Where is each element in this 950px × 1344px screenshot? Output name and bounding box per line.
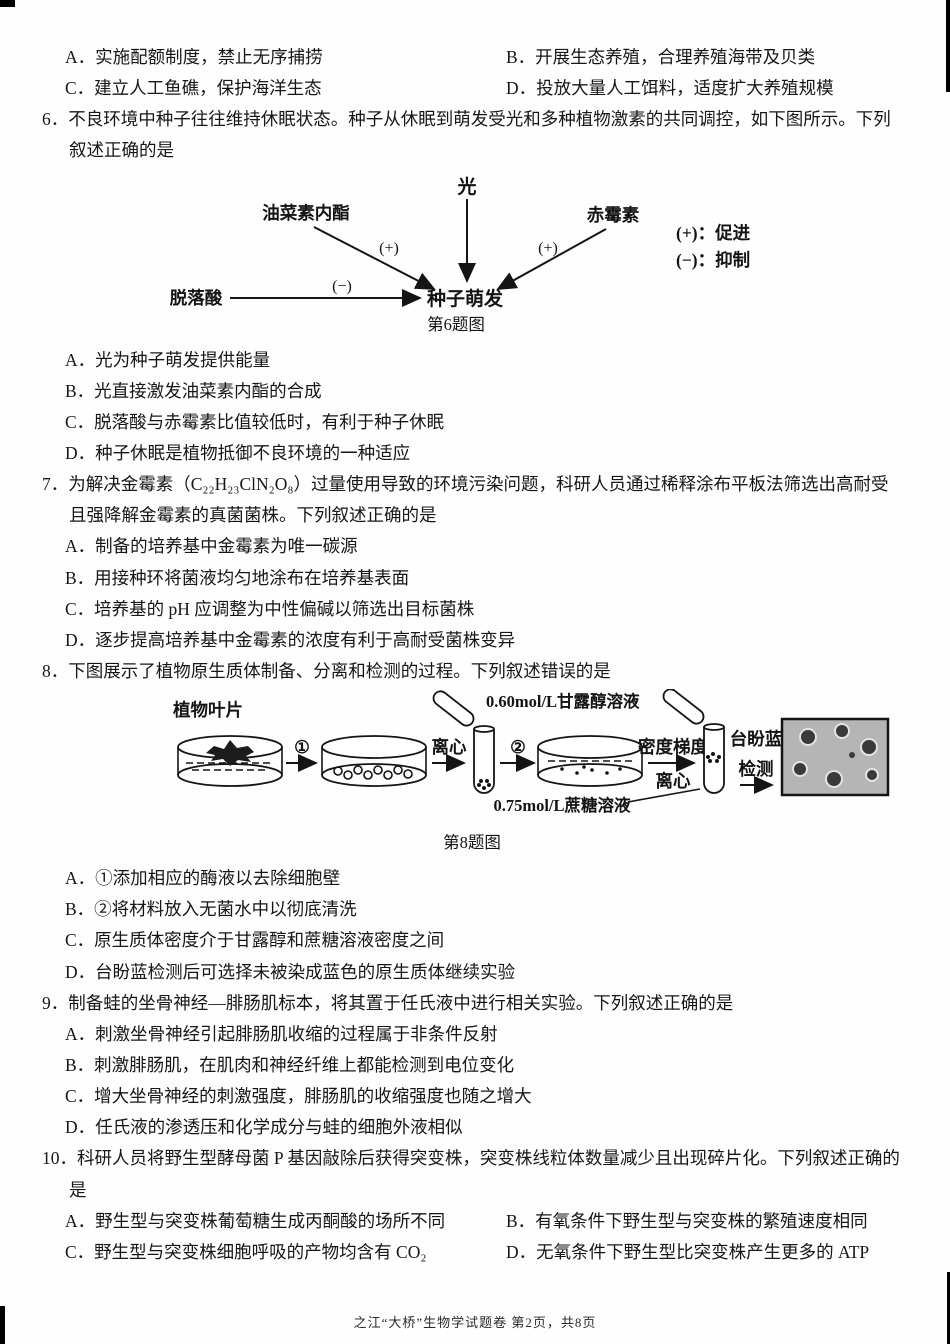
- question-9-stem: 9．制备蛙的坐骨神经—腓肠肌标本，将其置于任氏液中进行相关实验。下列叙述正确的是: [42, 992, 734, 1013]
- option-10a: A．野生型与突变株葡萄糖生成丙酮酸的场所不同: [65, 1210, 446, 1231]
- option-9a: A．刺激坐骨神经引起腓肠肌收缩的过程属于非条件反射: [65, 1023, 498, 1044]
- detection-label: 检测: [739, 759, 774, 779]
- option-7b: B．用接种环将菌液均匀地涂布在培养基表面: [65, 567, 410, 588]
- plant-leaf-label: 植物叶片: [172, 700, 243, 720]
- option-8c: C．原生质体密度介于甘露醇和蔗糖溶液密度之间: [65, 930, 445, 951]
- option-10c: C．野生型与突变株细胞呼吸的产物均含有 CO₂: [65, 1241, 427, 1262]
- brassinolide-label: 油菜素内酯: [262, 203, 350, 223]
- gibberellin-label: 赤霉素: [587, 205, 640, 225]
- centrifuge-label: 离心: [432, 737, 467, 757]
- test-tube-2: [703, 723, 725, 795]
- step-1-label: ①: [294, 737, 310, 757]
- mannitol-label: 0.60mol/L甘露醇溶液: [486, 691, 640, 711]
- light-label: 光: [456, 175, 476, 198]
- question-6-diagram: 光 油菜素内酯 赤霉素 (+) (+) (+)：促进 (−)：抑制 脱落酸 (−…: [170, 175, 751, 334]
- option-5b: B．开展生态养殖，合理养殖海带及贝类: [506, 47, 816, 67]
- option-9c: C．增大坐骨神经的刺激强度，腓肠肌的收缩强度也随之增大: [65, 1086, 532, 1107]
- petri-dish-2: [321, 735, 427, 788]
- option-7a: A．制备的培养基中金霉素为唯一碳源: [65, 536, 358, 557]
- option-6b: B．光直接激发油菜素内酯的合成: [65, 380, 322, 401]
- question-7-stem: 7．为解决金霉素（C₂₂H₂₃ClN₂O₈）过量使用导致的环境污染问题，科研人员…: [42, 474, 889, 526]
- sucrose-label: 0.75mol/L蔗糖溶液: [493, 795, 631, 815]
- option-10b: B．有氧条件下野生型与突变株的繁殖速度相同: [506, 1210, 868, 1231]
- option-8b: B．②将材料放入无菌水中以彻底清洗: [65, 899, 357, 920]
- question-10-options-row-ab: A．野生型与突变株葡萄糖生成丙酮酸的场所不同 B．有氧条件下野生型与突变株的繁殖…: [65, 1206, 900, 1237]
- option-8a: A．①添加相应的酶液以去除细胞壁: [65, 868, 341, 889]
- question-8-diagram: 0.60mol/L甘露醇溶液 植物叶片 ① 离心: [172, 689, 890, 852]
- pouring-tube-2: [662, 689, 705, 725]
- cell: [865, 768, 879, 783]
- diagram-6-caption: 第6题图: [427, 315, 485, 334]
- trypan-blue-label: 台盼蓝: [730, 729, 783, 749]
- detection-result-panel: [780, 717, 890, 797]
- option-7c: C．培养基的 pH 应调整为中性偏碱以筛选出目标菌株: [65, 598, 475, 619]
- abscisic-acid-label: 脱落酸: [170, 288, 223, 308]
- test-tube-1: [473, 725, 495, 795]
- question-5-options-row-ab: A．实施配额制度，禁止无序捕捞 B．开展生态养殖，合理养殖海带及贝类: [65, 42, 900, 73]
- option-9b: B．刺激腓肠肌，在肌肉和神经纤维上都能检测到电位变化: [65, 1054, 515, 1075]
- cell: [825, 770, 843, 789]
- cell: [849, 752, 855, 759]
- option-5a: A．实施配额制度，禁止无序捕捞: [65, 47, 323, 67]
- cell: [792, 761, 808, 778]
- question-10-stem: 10．科研人员将野生型酵母菌 P 基因敲除后获得突变株，突变株线粒体数量减少且出…: [42, 1148, 900, 1200]
- option-6c: C．脱落酸与赤霉素比值较低时，有利于种子休眠: [65, 411, 445, 432]
- option-8d: D．台盼蓝检测后可选择未被染成蓝色的原生质体继续实验: [65, 961, 516, 982]
- option-9d: D．任氏液的渗透压和化学成分与蛙的细胞外液相似: [65, 1117, 463, 1138]
- cell: [834, 723, 850, 740]
- legend-promote: (+)：促进: [676, 223, 751, 243]
- option-7d: D．逐步提高培养基中金霉素的浓度有利于高耐受菌株变异: [65, 629, 516, 650]
- diagram-8-caption: 第8题图: [443, 833, 501, 852]
- question-10-options-row-cd: C．野生型与突变株细胞呼吸的产物均含有 CO₂ D．无氧条件下野生型比突变株产生…: [65, 1237, 900, 1268]
- petri-dish-1: [177, 735, 283, 788]
- step-2-label: ②: [510, 737, 526, 757]
- brassinolide-arrow: [313, 225, 436, 290]
- leaf-shape: [206, 740, 254, 767]
- cell: [799, 728, 817, 747]
- scan-artifact-bottom-left: [0, 1306, 5, 1344]
- option-5d: D．投放大量人工饵料，适度扩大养殖规模: [506, 78, 834, 99]
- scan-artifact-bottom-right: [947, 1272, 950, 1344]
- minus-sign: (−): [332, 278, 352, 295]
- question-6-stem: 6．不良环境中种子往往维持休眠状态。种子从休眠到萌发受光和多种植物激素的共同调控…: [42, 109, 891, 161]
- option-6d: D．种子休眠是植物抵御不良环境的一种适应: [65, 442, 411, 463]
- option-5c: C．建立人工鱼礁，保护海洋生态: [65, 78, 322, 99]
- plus-sign-right: (+): [538, 240, 558, 257]
- germination-label: 种子萌发: [426, 287, 504, 310]
- question-5-options-row-cd: C．建立人工鱼礁，保护海洋生态 D．投放大量人工饵料，适度扩大养殖规模: [65, 73, 900, 104]
- question-8-stem: 8．下图展示了植物原生质体制备、分离和检测的过程。下列叙述错误的是: [42, 660, 611, 681]
- option-10d: D．无氧条件下野生型比突变株产生更多的 ATP: [506, 1241, 870, 1262]
- sucrose-pointer-line: [627, 788, 701, 803]
- plus-sign-left: (+): [379, 240, 399, 257]
- cell: [860, 738, 878, 757]
- density-gradient-label-line1: 密度梯度: [638, 737, 708, 757]
- gibberellin-arrow: [496, 227, 607, 290]
- option-6a: A．光为种子萌发提供能量: [65, 349, 271, 370]
- petri-dish-3: [537, 735, 643, 788]
- legend-inhibit: (−)：抑制: [676, 250, 750, 270]
- scan-artifact-top-left: [0, 0, 15, 7]
- density-gradient-label-line2: 离心: [656, 771, 691, 791]
- page-footer: 之江“大桥”生物学试题卷 第2页，共8页: [353, 1315, 597, 1330]
- scan-artifact-top-right: [946, 0, 950, 92]
- pouring-tube-1: [432, 690, 475, 727]
